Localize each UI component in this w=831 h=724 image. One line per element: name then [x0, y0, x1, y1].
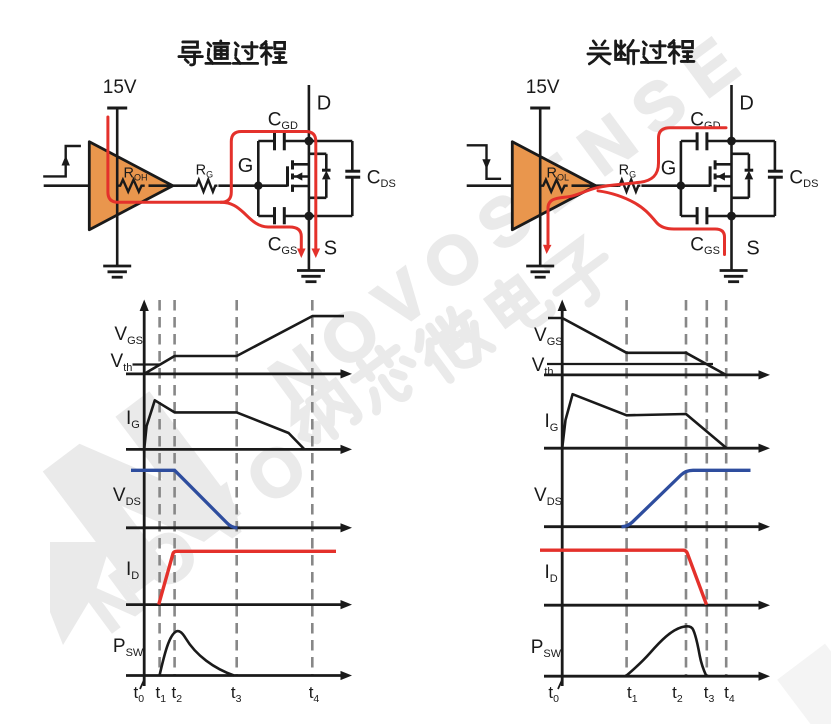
svg-text:t4: t4 — [724, 683, 735, 705]
svg-text:t0: t0 — [134, 683, 145, 705]
svg-text:t4: t4 — [309, 683, 320, 705]
svg-text:t1: t1 — [156, 683, 167, 705]
svg-text:t0: t0 — [548, 683, 559, 705]
svg-text:t3: t3 — [704, 683, 715, 705]
svg-text:t2: t2 — [672, 683, 683, 705]
svg-text:t3: t3 — [231, 683, 242, 705]
svg-text:t2: t2 — [172, 683, 183, 705]
svg-text:G: G — [661, 158, 677, 180]
svg-text:G: G — [238, 155, 254, 177]
svg-text:t1: t1 — [627, 683, 638, 705]
